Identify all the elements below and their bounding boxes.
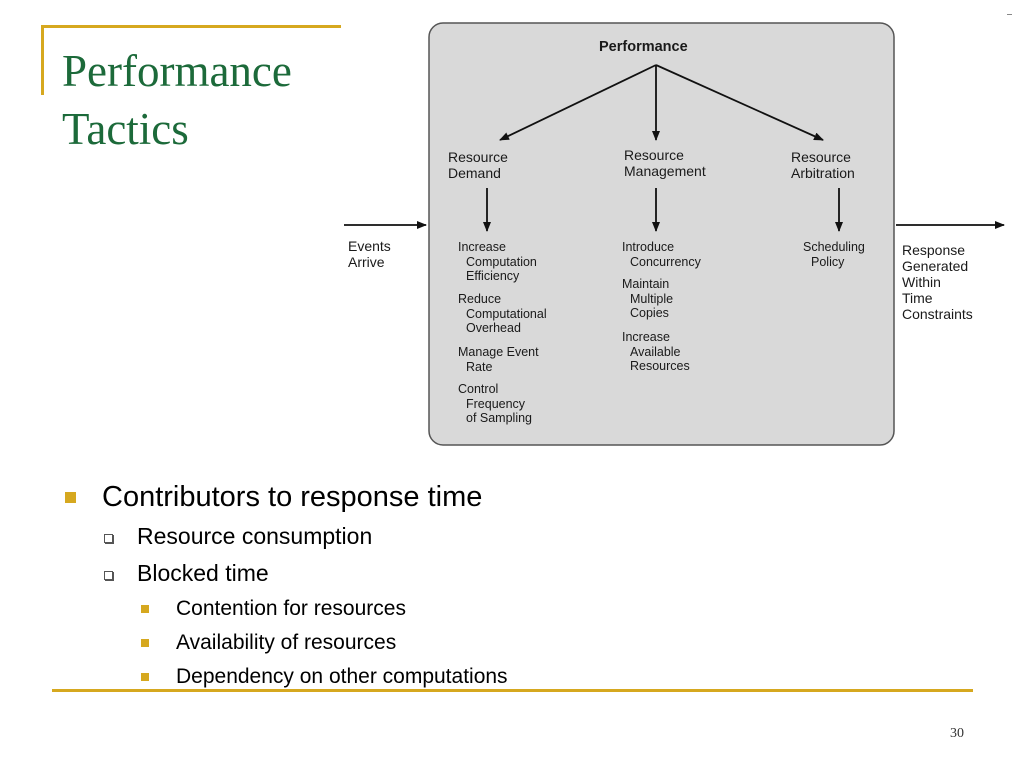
diagram-graphics <box>344 22 1005 446</box>
heading-resource-demand: Resource Demand <box>448 149 508 181</box>
tactic-item: Maintain Multiple Copies <box>622 277 674 320</box>
tactic-item: Manage Event Rate <box>458 345 539 374</box>
bullet-list: Contributors to response time Resource c… <box>60 476 960 694</box>
bullet-level-2: Resource consumption <box>60 518 960 555</box>
bullet-text: Resource consumption <box>137 523 373 549</box>
tactic-item: Introduce Concurrency <box>622 240 701 269</box>
bullet-marker <box>104 571 113 580</box>
tactic-item: Reduce Computational Overhead <box>458 292 547 335</box>
arrow-to-demand <box>499 64 657 141</box>
bullet-text: Contributors to response time <box>102 481 483 513</box>
title-accent-horizontal <box>41 25 341 28</box>
bullet-text: Availability of resources <box>176 631 397 654</box>
diagram-root-label: Performance <box>599 39 688 55</box>
arrow-to-arbitration <box>655 64 824 141</box>
page-number: 30 <box>950 726 964 741</box>
bullet-marker <box>141 673 149 681</box>
tactics-box <box>428 22 895 446</box>
slide-title: Performance Tactics <box>62 42 292 158</box>
footer-divider <box>52 689 973 692</box>
bullet-level-2: Blocked time <box>60 555 960 592</box>
tactic-item: Control Frequency of Sampling <box>458 382 533 425</box>
bullet-marker <box>141 639 149 647</box>
events-arrive-label: Events Arrive <box>348 238 391 270</box>
bullet-marker <box>104 534 113 543</box>
title-line-2: Tactics <box>62 104 189 154</box>
bullet-text: Dependency on other computations <box>176 665 508 688</box>
corner-mark <box>1007 14 1012 15</box>
performance-tactics-diagram: Performance Events Arrive Response Gener… <box>340 18 1020 450</box>
bullet-marker <box>141 605 149 613</box>
bullet-level-3: Contention for resources <box>60 592 960 626</box>
bullet-text: Blocked time <box>137 560 269 586</box>
heading-resource-management: Resource Management <box>624 147 706 179</box>
tactic-item: Scheduling Policy <box>803 240 865 269</box>
bullet-text: Contention for resources <box>176 597 406 620</box>
bullet-marker <box>65 492 76 503</box>
bullet-level-3: Availability of resources <box>60 626 960 660</box>
title-line-1: Performance <box>62 46 292 96</box>
title-accent-vertical <box>41 25 44 95</box>
bullet-level-3: Dependency on other computations <box>60 660 960 694</box>
heading-resource-arbitration: Resource Arbitration <box>791 149 855 181</box>
bullet-level-1: Contributors to response time <box>60 476 960 518</box>
response-label: Response Generated Within Time Constrain… <box>902 242 973 322</box>
tactic-item: Increase Available Resources <box>622 330 690 373</box>
tactic-item: Increase Computation Efficiency <box>458 240 537 283</box>
